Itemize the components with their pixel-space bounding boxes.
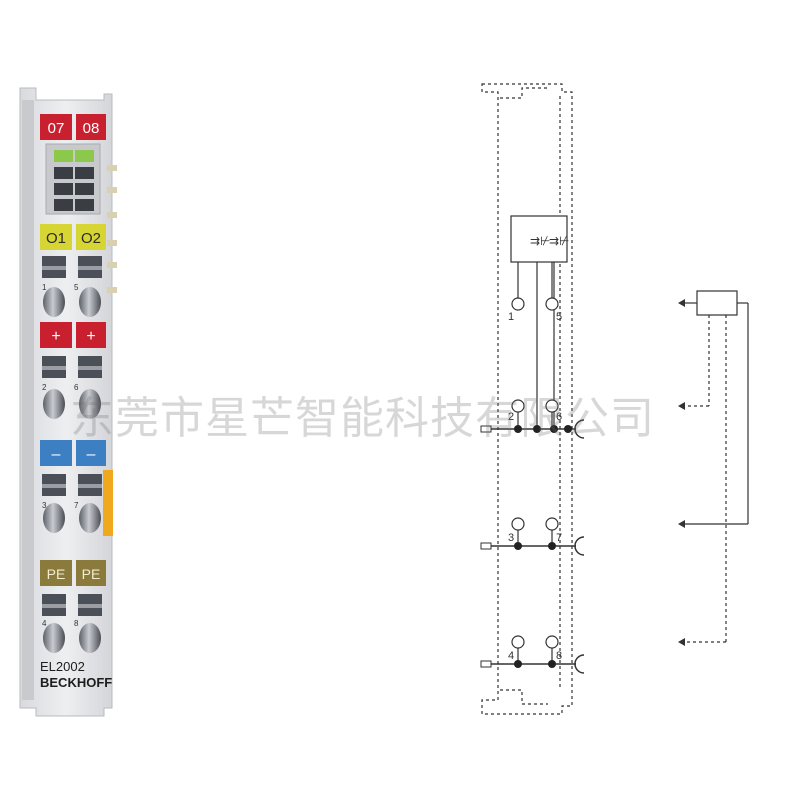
- pin-6: [545, 399, 559, 413]
- spring-contact-7: [79, 503, 101, 533]
- spring-contact-6: [79, 389, 101, 419]
- pin-label-6: 6: [556, 411, 562, 423]
- model-name: EL2002: [40, 659, 85, 674]
- power-contact-row-3-7: [480, 517, 585, 556]
- minus-label-row: – –: [40, 440, 106, 466]
- arrow-left-icon: [678, 520, 685, 528]
- plus-label-1: +: [51, 328, 60, 345]
- spring-contact-1: [43, 287, 65, 317]
- contact-row-3: 3 7: [42, 474, 102, 533]
- spring-contact-4: [43, 623, 65, 653]
- pin-8: [545, 635, 559, 649]
- pin-label-4: 4: [508, 650, 514, 662]
- power-contact-row-2-6: [480, 399, 585, 439]
- contact-number-6: 6: [74, 383, 79, 392]
- contact-row-1: 1 5: [42, 256, 102, 317]
- spring-contact-3: [43, 503, 65, 533]
- output-label-row: O1 O2: [40, 224, 106, 250]
- plus-label-row: + +: [40, 322, 106, 348]
- output-pins: [511, 297, 559, 311]
- optocoupler-block: ⇉⊬ ⇉⊬: [510, 215, 570, 263]
- output-label-1: O1: [46, 230, 66, 247]
- led-window: [45, 143, 101, 215]
- pin-label-7: 7: [556, 532, 562, 544]
- arrow-left-icon: [678, 402, 685, 410]
- plus-label-2: +: [86, 328, 95, 345]
- contact-row-4: 4 8: [42, 594, 102, 653]
- pe-label-1: PE: [47, 566, 66, 582]
- pin-4: [511, 635, 525, 649]
- contact-number-3: 3: [42, 501, 47, 510]
- brand-name: BECKHOFF: [40, 675, 112, 690]
- terminal-outline: [481, 83, 573, 715]
- pin-label-8: 8: [556, 650, 562, 662]
- pin-label-3: 3: [508, 532, 514, 544]
- label-08-text: 08: [83, 120, 100, 137]
- pin-3: [511, 517, 525, 531]
- pe-label-row: PE PE: [40, 560, 106, 586]
- top-label-row: 07 08: [40, 114, 106, 140]
- pin-5: [545, 297, 559, 311]
- pin-label-2: 2: [508, 411, 514, 423]
- label-07: [40, 114, 72, 140]
- label-08: [76, 114, 106, 140]
- pin-label-5: 5: [556, 311, 562, 323]
- arrow-left-icon: [678, 638, 685, 646]
- minus-label-2: –: [87, 446, 96, 463]
- spring-contact-8: [79, 623, 101, 653]
- contact-number-8: 8: [74, 619, 79, 628]
- label-07-text: 07: [48, 120, 65, 137]
- next-terminal-schematic: [678, 290, 749, 646]
- optocoupler-icon-2: ⇉⊬: [549, 234, 570, 248]
- contact-number-2: 2: [42, 383, 47, 392]
- minus-label-1: –: [52, 446, 61, 463]
- neighbour-block: [696, 290, 738, 316]
- optocoupler-icon-1: ⇉⊬: [530, 234, 551, 248]
- contact-row-2: 2 6: [42, 356, 102, 419]
- pe-contact-row-4-8: [480, 635, 585, 674]
- release-tab: [103, 470, 113, 536]
- contact-number-5: 5: [74, 283, 79, 292]
- pin-7: [545, 517, 559, 531]
- pin-2: [511, 399, 525, 413]
- arrow-left-icon: [678, 299, 685, 307]
- contact-number-7: 7: [74, 501, 79, 510]
- pe-label-2: PE: [82, 566, 101, 582]
- contact-number-1: 1: [42, 283, 47, 292]
- spring-contact-5: [79, 287, 101, 317]
- pin-1: [511, 297, 525, 311]
- pin-label-1: 1: [508, 311, 514, 323]
- spring-contact-2: [43, 389, 65, 419]
- output-label-2: O2: [81, 230, 101, 247]
- contact-number-4: 4: [42, 619, 47, 628]
